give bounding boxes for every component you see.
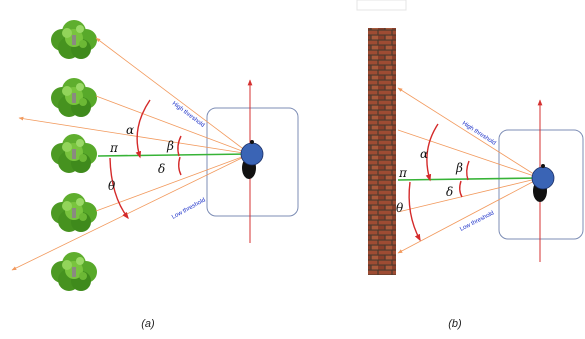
label-high-threshold: High threshold	[461, 121, 497, 147]
angle-arcs	[109, 99, 182, 220]
label-low-threshold: Low threshold	[171, 197, 207, 220]
angle-arcs	[408, 123, 470, 242]
tree-row	[51, 20, 97, 291]
caption-b: (b)	[448, 318, 462, 330]
perpendicular-line	[97, 153, 251, 157]
tree-4	[51, 193, 97, 232]
robot-head	[531, 166, 555, 190]
sensor-rays	[397, 87, 541, 254]
label-theta: θ	[108, 179, 116, 193]
tree-5	[51, 252, 97, 291]
label-delta: δ	[446, 185, 453, 199]
image-tab	[356, 0, 407, 11]
sensor-rays	[11, 37, 251, 271]
ray-upper	[397, 129, 541, 179]
ray-lower	[397, 177, 541, 213]
label-pi: π	[398, 166, 408, 180]
label-beta: β	[166, 139, 174, 153]
arc-alpha	[135, 99, 151, 159]
label-alpha: α	[126, 123, 134, 137]
arc-beta	[466, 160, 470, 181]
arc-delta	[459, 180, 463, 198]
robot-head	[240, 142, 264, 166]
robot-bounding-box	[498, 129, 584, 240]
label-beta: β	[455, 161, 463, 175]
tree-3	[51, 134, 97, 173]
perpendicular-line	[397, 177, 541, 181]
label-pi: π	[109, 141, 119, 155]
ray-bottom	[11, 153, 251, 271]
arc-beta	[177, 135, 182, 157]
ray-far-left	[18, 116, 251, 155]
ray-bottom	[397, 177, 541, 254]
arc-theta	[408, 181, 421, 242]
label-high-threshold: High threshold	[171, 101, 206, 129]
ray-top	[95, 37, 251, 155]
robot-bounding-box	[206, 107, 299, 217]
ray-lower	[95, 153, 251, 212]
robot-sensor	[250, 140, 254, 144]
ray-upper	[95, 95, 251, 155]
brick-wall	[368, 28, 396, 275]
label-low-threshold: Low threshold	[459, 210, 495, 232]
robot	[531, 164, 555, 202]
arc-delta	[178, 156, 182, 176]
tree-1	[51, 20, 97, 59]
arc-theta	[109, 157, 129, 220]
caption-a: (a)	[141, 318, 155, 330]
label-alpha: α	[420, 147, 428, 161]
robot-sensor	[541, 164, 545, 168]
tree-2	[51, 78, 97, 117]
robot	[240, 140, 264, 179]
ray-top	[397, 87, 541, 179]
panel-a: α β π δ θ High threshold Low threshold (…	[11, 20, 299, 330]
label-theta: θ	[396, 201, 404, 215]
panel-b: α β π δ θ High threshold Low threshold (…	[356, 0, 584, 330]
arc-alpha	[425, 123, 439, 182]
label-delta: δ	[158, 162, 165, 176]
